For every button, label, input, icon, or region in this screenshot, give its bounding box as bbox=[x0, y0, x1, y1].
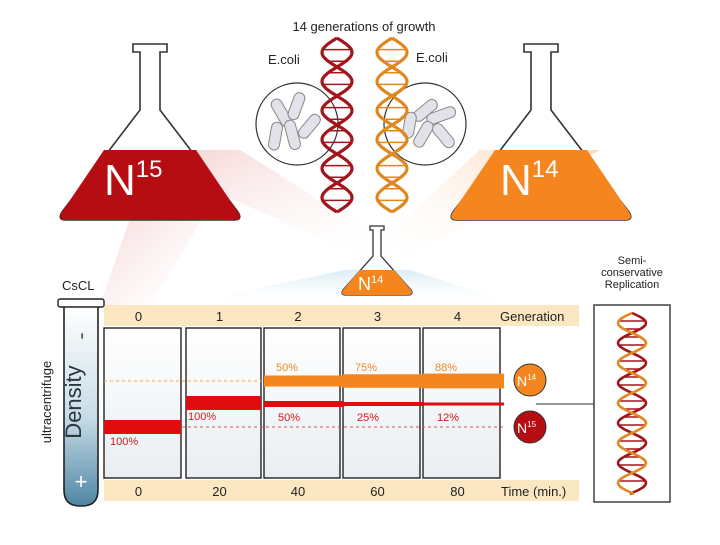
legend-n15 bbox=[513, 410, 547, 444]
dna-helix-n15 bbox=[320, 36, 354, 214]
flask-n15-label: N15 bbox=[104, 156, 162, 205]
generation-numbers: 0 1 2 3 4 bbox=[135, 309, 461, 324]
legend-n14-label: N14 bbox=[517, 373, 537, 389]
time-number: 80 bbox=[450, 484, 464, 499]
hybrid-band bbox=[343, 402, 424, 406]
time-number: 0 bbox=[135, 484, 142, 499]
generation-number: 2 bbox=[294, 309, 301, 324]
growth-title: 14 generations of growth bbox=[292, 19, 435, 34]
hybrid-band bbox=[264, 401, 344, 407]
n14-band bbox=[343, 374, 424, 388]
generation-strip bbox=[104, 305, 579, 326]
generation-number: 0 bbox=[135, 309, 142, 324]
time-strip bbox=[104, 480, 579, 501]
semi-title-line3: Replication bbox=[605, 279, 659, 291]
density-column bbox=[103, 327, 182, 479]
n14-band bbox=[423, 373, 504, 389]
generation-number: 3 bbox=[374, 309, 381, 324]
ecoli-label-right: E.coli bbox=[416, 50, 448, 65]
generation-number: 1 bbox=[216, 309, 223, 324]
time-label: Time (min.) bbox=[501, 484, 566, 499]
tube-plus: + bbox=[75, 469, 88, 494]
dna-bands: 50% 75% 88% 100% 100% 50% 25% 12% bbox=[104, 362, 504, 448]
time-number: 20 bbox=[212, 484, 226, 499]
n14-band bbox=[264, 375, 344, 387]
flask-n14-label: N14 bbox=[500, 156, 558, 205]
hybrid-band bbox=[186, 396, 261, 410]
replication-box bbox=[593, 304, 671, 503]
helix-red-strand-b bbox=[320, 36, 354, 214]
tube-density-label: Density bbox=[61, 365, 86, 438]
centrifuge-tube bbox=[63, 304, 99, 507]
semi-title-line1: Semi- bbox=[618, 255, 647, 267]
n15-percent-label: 25% bbox=[357, 412, 379, 424]
helix-hybrid-strand-b bbox=[616, 311, 648, 496]
flask-small-label: N14 bbox=[358, 274, 383, 294]
legend-n15-label: N15 bbox=[517, 420, 537, 436]
time-number: 60 bbox=[370, 484, 384, 499]
tube-minus: - bbox=[68, 332, 93, 339]
tube-top-label: CsCL bbox=[62, 278, 95, 293]
generation-label: Generation bbox=[500, 309, 564, 324]
n15-percent-label: 100% bbox=[110, 436, 138, 448]
ecoli-label-left: E.coli bbox=[268, 52, 300, 67]
time-number: 40 bbox=[291, 484, 305, 499]
dna-helix-n14 bbox=[375, 36, 409, 214]
n15-percent-label: 50% bbox=[278, 412, 300, 424]
time-numbers: 0 20 40 60 80 bbox=[135, 484, 465, 499]
helix-hybrid-strand-a bbox=[616, 311, 648, 496]
flask-n15 bbox=[59, 43, 241, 221]
n14-percent-label: 75% bbox=[355, 362, 377, 374]
ecoli-cluster-left bbox=[255, 82, 339, 166]
n15-percent-label: 12% bbox=[437, 412, 459, 424]
n15-band bbox=[104, 420, 181, 434]
generation-number: 4 bbox=[454, 309, 461, 324]
n15-percent-label: 100% bbox=[188, 411, 216, 423]
semi-title-line2: conservative bbox=[601, 267, 663, 279]
n14-percent-label: 50% bbox=[276, 362, 298, 374]
legend-n14 bbox=[513, 363, 547, 397]
ultracentrifuge-label: ultracentrifuge bbox=[39, 361, 54, 443]
hybrid-band bbox=[423, 402, 504, 406]
n14-percent-label: 88% bbox=[435, 362, 457, 374]
tube-cap bbox=[57, 298, 105, 308]
flask-small-n14 bbox=[341, 225, 413, 296]
flask-n14 bbox=[450, 43, 632, 221]
helix-orange-strand-b bbox=[375, 36, 409, 214]
dna-helix-hybrid bbox=[616, 311, 648, 496]
